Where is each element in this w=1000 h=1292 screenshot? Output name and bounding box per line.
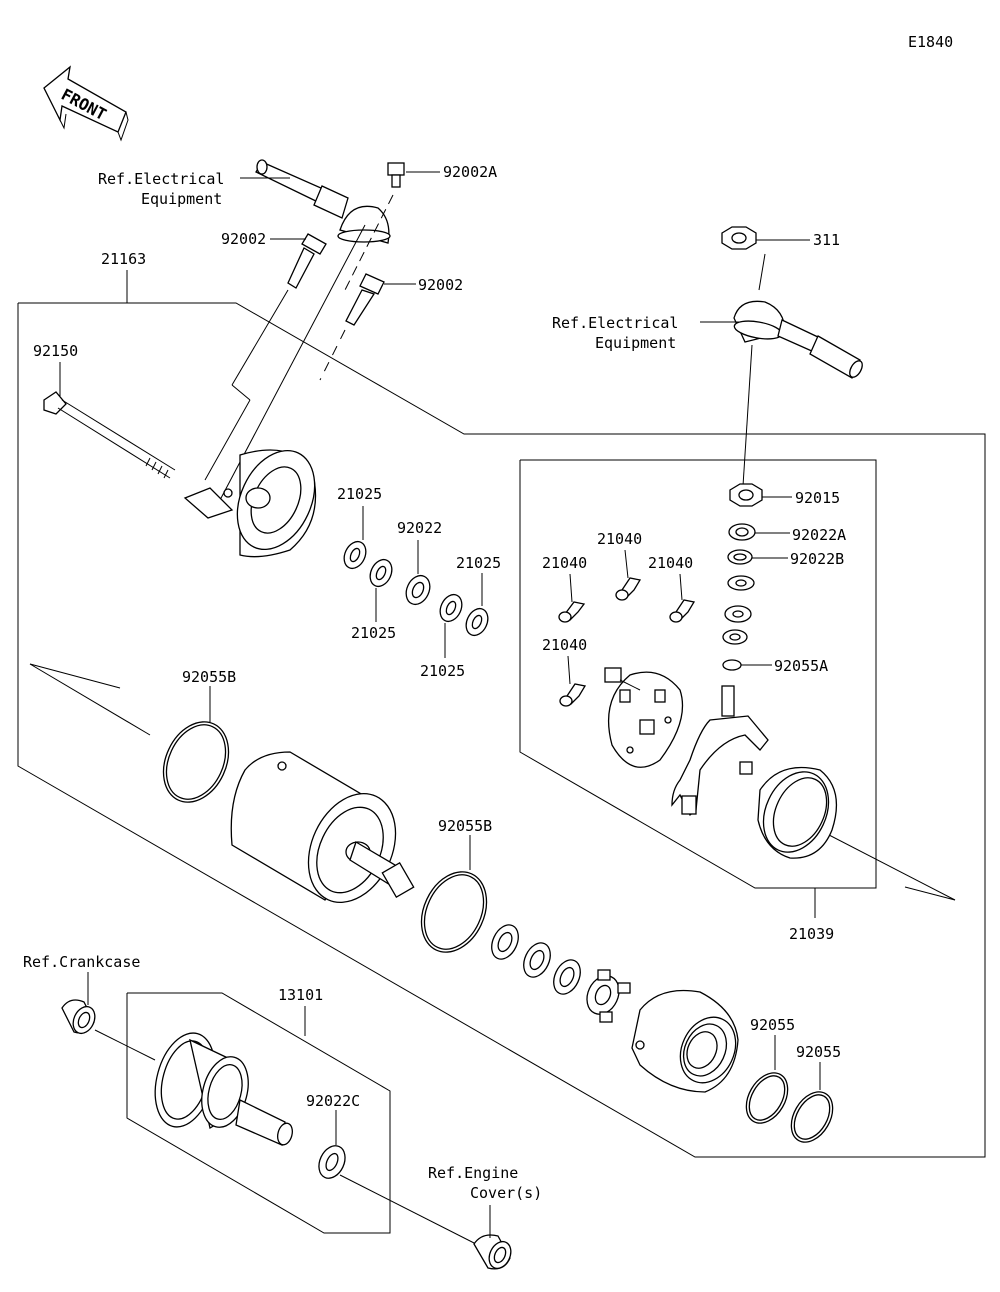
lock-plate (586, 969, 631, 1023)
washer-center-1 (491, 924, 519, 960)
o-ring-92055-1 (745, 1072, 789, 1124)
label-21040-3: 21040 (648, 554, 693, 572)
label-92002A: 92002A (443, 163, 497, 181)
label-21025-top: 21025 (337, 485, 382, 503)
label-92022A: 92022A (792, 526, 846, 544)
washer-21025-2 (369, 558, 393, 588)
washer-center-3 (553, 959, 581, 995)
label-92022: 92022 (397, 519, 442, 537)
brush-spring-21040-3 (669, 599, 696, 623)
brush-ring (757, 766, 838, 859)
assembly-21163-outline (17, 302, 986, 1158)
washer-92022A (728, 523, 756, 541)
label-ref-electrical-right: Ref.Electrical (552, 314, 678, 332)
washer-stack-3 (722, 629, 748, 645)
brush-spring-21040-4 (559, 683, 587, 707)
washer-center-2 (523, 942, 551, 978)
o-ring-92055B-center (420, 871, 488, 953)
label-equipment-top: Equipment (141, 190, 222, 208)
label-13101: 13101 (278, 986, 323, 1004)
label-92002-left: 92002 (221, 230, 266, 248)
front-arrow-icon: FRONT (43, 65, 129, 142)
washer-21025-4 (465, 607, 489, 637)
label-cover-s: Cover(s) (470, 1184, 542, 1202)
label-21040-1: 21040 (542, 554, 587, 572)
engine-cover-bushing (473, 1234, 512, 1270)
bolt-92002-left (287, 233, 327, 289)
label-92022C: 92022C (306, 1092, 360, 1110)
washer-stack-1 (727, 575, 755, 591)
nut-311 (721, 226, 757, 250)
label-92055B-left: 92055B (182, 668, 236, 686)
label-92055B-center: 92055B (438, 817, 492, 835)
label-311: 311 (813, 231, 840, 249)
bolt-92002-right (345, 273, 385, 326)
o-ring-92055B-left (162, 721, 230, 803)
label-ref-electrical-top: Ref.Electrical (98, 170, 224, 188)
o-ring-92055-2 (790, 1091, 834, 1143)
rear-housing (183, 449, 317, 558)
starter-cable-top (255, 159, 391, 244)
label-21025-right: 21025 (456, 554, 501, 572)
label-92055-2: 92055 (796, 1043, 841, 1061)
washer-stack-2 (724, 605, 752, 623)
label-equipment-right: Equipment (595, 334, 676, 352)
diagram-id: E1840 (908, 33, 953, 51)
nut-92015 (729, 483, 763, 507)
label-92015: 92015 (795, 489, 840, 507)
washer-92022 (405, 574, 431, 606)
label-92002-right: 92002 (418, 276, 463, 294)
label-ref-crankcase: Ref.Crankcase (23, 953, 140, 971)
starter-cable-right (733, 300, 863, 379)
label-21040-2: 21040 (597, 530, 642, 548)
o-ring-92055A (722, 659, 742, 671)
label-92055A: 92055A (774, 657, 828, 675)
assembly-13101-outline (126, 992, 391, 1234)
brush-spring-21040-1 (558, 601, 586, 623)
starter-yoke-armature (230, 751, 415, 904)
washer-92022B (727, 549, 753, 565)
label-21025-bottom-left: 21025 (351, 624, 396, 642)
label-ref-engine: Ref.Engine (428, 1164, 518, 1182)
label-21163: 21163 (101, 250, 146, 268)
brush-plate (604, 667, 684, 768)
crankcase-bushing (61, 999, 96, 1035)
label-92150: 92150 (33, 342, 78, 360)
washer-92022C (318, 1145, 346, 1179)
label-21025-bottom: 21025 (420, 662, 465, 680)
washer-21025-1 (343, 540, 367, 570)
long-bolt-92150 (43, 391, 176, 479)
washer-21025-3 (439, 593, 463, 623)
label-21040-4: 21040 (542, 636, 587, 654)
brush-spring-21040-2 (615, 577, 642, 601)
brush-holder (671, 685, 769, 817)
front-cover (631, 989, 739, 1093)
starter-gear (154, 1032, 293, 1146)
label-92022B: 92022B (790, 550, 844, 568)
label-21039: 21039 (789, 925, 834, 943)
label-92055-1: 92055 (750, 1016, 795, 1034)
bolt-92002A (387, 162, 405, 188)
